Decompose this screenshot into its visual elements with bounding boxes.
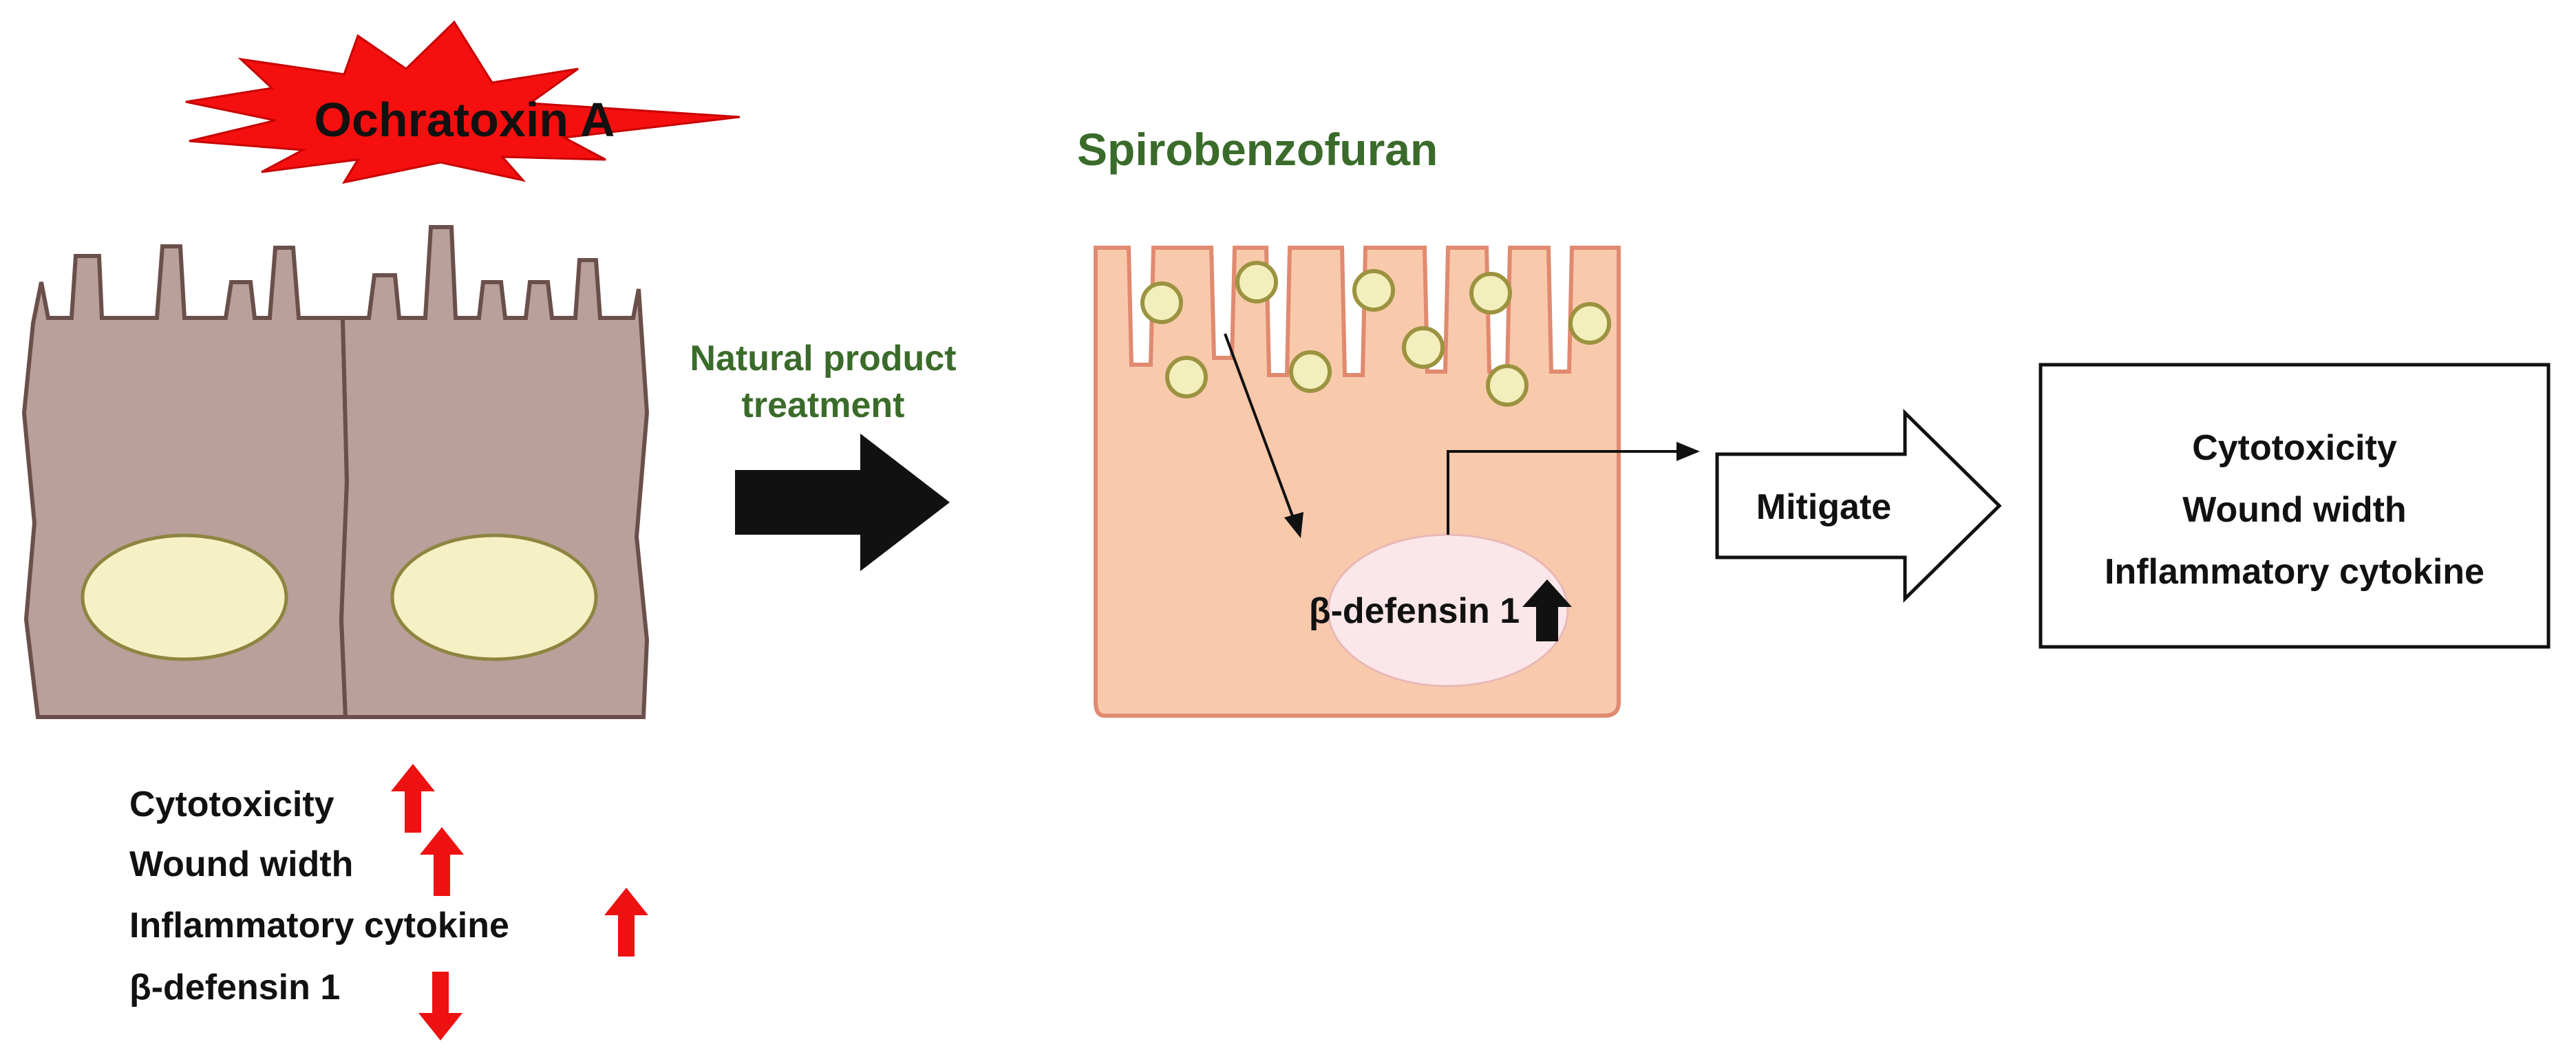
red-up-arrow-icon bbox=[604, 888, 648, 957]
particle bbox=[1165, 356, 1208, 398]
left-effect-beta-defensin: β-defensin 1 bbox=[129, 968, 340, 1007]
left-effect-inflammatory-cytokine: Inflammatory cytokine bbox=[129, 906, 509, 946]
outcome-box: Cytotoxicity Wound width Inflammatory cy… bbox=[2039, 363, 2551, 649]
red-down-arrow-icon bbox=[418, 972, 462, 1040]
nucleus-label: β-defensin 1 bbox=[1309, 591, 1520, 631]
compound-particles bbox=[1140, 261, 1611, 407]
toxin-label: Ochratoxin A bbox=[315, 93, 615, 147]
particle bbox=[1486, 364, 1529, 407]
outcome-inflammatory-cytokine: Inflammatory cytokine bbox=[2105, 552, 2484, 592]
damaged-nucleus-left bbox=[81, 533, 288, 661]
left-effect-cytotoxicity: Cytotoxicity bbox=[129, 784, 334, 824]
left-effects-list: Cytotoxicity Wound width Inflammatory cy… bbox=[129, 764, 648, 1040]
outcome-box-frame bbox=[2039, 363, 2551, 649]
particle bbox=[1402, 326, 1445, 369]
damaged-nucleus-right bbox=[390, 533, 598, 661]
particle bbox=[1568, 302, 1611, 345]
toxin-burst: Ochratoxin A bbox=[185, 20, 741, 184]
compound-label: Spirobenzofuran bbox=[1077, 124, 1438, 175]
red-up-arrow-icon bbox=[420, 827, 464, 896]
particle bbox=[1289, 350, 1332, 393]
treatment-label-line1: Natural product bbox=[690, 339, 956, 378]
healthy-cell: β-defensin 1 bbox=[1094, 246, 1621, 718]
black-up-arrow-icon bbox=[1522, 579, 1572, 641]
signal-connector-line bbox=[1447, 450, 1679, 535]
red-up-arrow-icon bbox=[391, 764, 435, 833]
mitigate-arrow-shape bbox=[1715, 409, 2002, 603]
uptake-arrow-line bbox=[1224, 333, 1295, 520]
particle bbox=[1352, 269, 1395, 312]
outcome-cytotoxicity: Cytotoxicity bbox=[2192, 428, 2397, 468]
treatment-label-line2: treatment bbox=[742, 385, 905, 425]
signal-connector-head bbox=[1676, 442, 1700, 461]
toxin-burst-shape bbox=[185, 20, 741, 184]
particle bbox=[1140, 281, 1183, 324]
mitigate-label: Mitigate bbox=[1756, 487, 1891, 527]
particle bbox=[1235, 261, 1278, 303]
damaged-cell-pair bbox=[21, 225, 650, 719]
particle bbox=[1469, 272, 1512, 314]
uptake-arrow-head bbox=[1284, 512, 1303, 538]
mitigate-arrow: Mitigate bbox=[1715, 409, 2002, 603]
outcome-wound-width: Wound width bbox=[2182, 490, 2406, 530]
left-effect-wound-width: Wound width bbox=[129, 844, 353, 884]
treatment-step: Natural product treatment bbox=[690, 339, 957, 571]
treatment-arrow-icon bbox=[735, 434, 950, 571]
